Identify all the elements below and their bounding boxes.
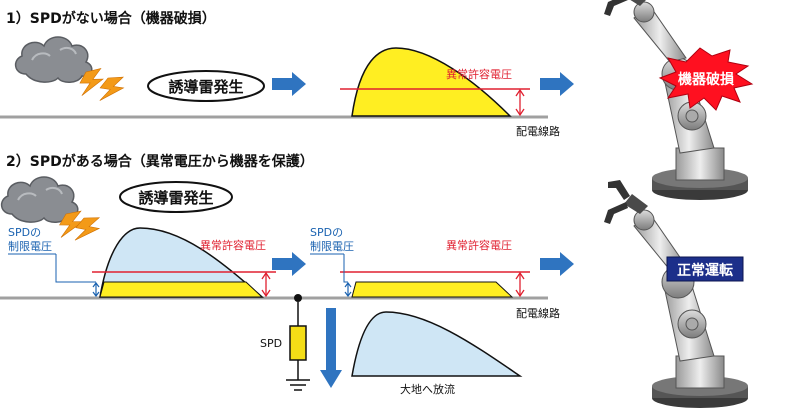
svg-text:制限電圧: 制限電圧 (310, 240, 354, 253)
arrow-right-icon (272, 252, 306, 276)
lightning-bolt-icon (95, 70, 128, 108)
arrow-right-icon (540, 252, 574, 276)
svg-text:機器破損: 機器破損 (678, 71, 735, 88)
thunder-cloud-icon (14, 36, 93, 84)
ground-symbol-icon (286, 379, 310, 391)
limited-waveform (99, 227, 264, 298)
damage-burst: 機器破損 (658, 47, 754, 111)
spd-limit-label: SPDの 制限電圧 (310, 226, 354, 297)
arrow-right-icon (540, 72, 574, 96)
allowable-voltage-label: 異常許容電圧 (200, 238, 266, 252)
surge-oval: 誘導雷発生 (119, 181, 233, 213)
svg-text:誘導雷発生: 誘導雷発生 (168, 78, 243, 96)
arrow-right-icon (272, 72, 306, 96)
discharge-label: 大地へ放流 (400, 382, 455, 396)
surge-waveform (351, 47, 512, 117)
svg-text:誘導雷発生: 誘導雷発生 (138, 189, 213, 207)
allowable-voltage-label: 異常許容電圧 (446, 67, 512, 81)
normal-badge: 正常運転 (666, 256, 744, 282)
svg-text:SPD: SPD (260, 337, 282, 350)
svg-text:SPDの: SPDの (8, 226, 41, 239)
spd-junction (294, 294, 302, 302)
allowable-voltage-label: 異常許容電圧 (446, 238, 512, 252)
clamped-region (351, 281, 514, 298)
discharge-waveform (351, 311, 523, 377)
clamped-region (99, 281, 264, 298)
robot-arm-icon (603, 0, 749, 201)
voltage-dimension (515, 271, 525, 298)
arrow-down-icon (320, 308, 342, 388)
svg-text:正常運転: 正常運転 (677, 262, 733, 279)
section2-heading: 2）SPDがある場合（異常電圧から機器を保護） (6, 153, 314, 170)
voltage-dimension (261, 271, 271, 298)
wiring-label: 配電線路 (516, 306, 560, 320)
voltage-dimension (515, 88, 525, 117)
wiring-label: 配電線路 (516, 124, 560, 138)
section1-heading: 1）SPDがない場合（機器破損） (6, 10, 216, 27)
spd-limit-label: SPDの 制限電圧 (8, 226, 100, 297)
svg-text:制限電圧: 制限電圧 (8, 240, 52, 253)
robot-arm-icon (603, 179, 749, 409)
surge-oval: 誘導雷発生 (147, 70, 265, 102)
spd-component: SPD (260, 302, 307, 380)
svg-text:SPDの: SPDの (310, 226, 343, 239)
